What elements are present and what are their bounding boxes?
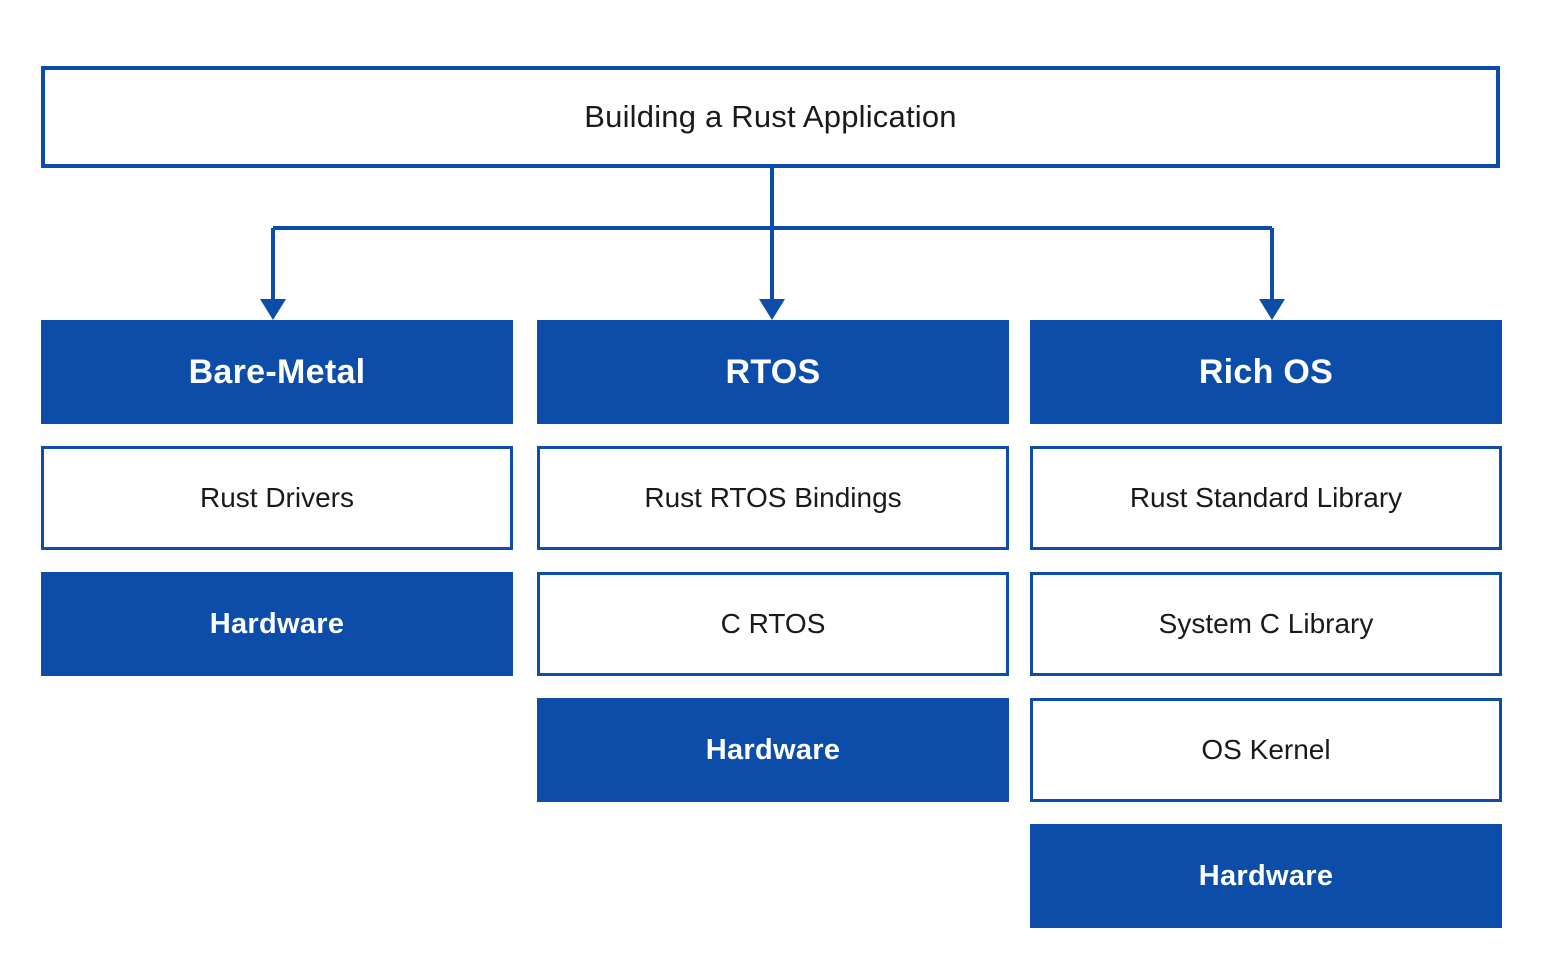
arrowhead-bare-metal-icon: [260, 299, 286, 320]
layer-label: System C Library: [1158, 608, 1374, 639]
layer-label: OS Kernel: [1201, 734, 1331, 765]
stack-column-bare-metal: Bare-Metal Rust Drivers Hardware: [41, 320, 513, 676]
layer-box-hardware: Hardware: [1030, 824, 1502, 928]
layer-label: C RTOS: [720, 608, 826, 639]
arrowhead-rtos-icon: [759, 299, 785, 320]
stack-column-rich-os: Rich OS Rust Standard Library System C L…: [1030, 320, 1502, 928]
layer-box-os-kernel: OS Kernel: [1030, 698, 1502, 802]
layer-box-c-rtos: C RTOS: [537, 572, 1009, 676]
column-header-label: RTOS: [725, 352, 821, 391]
layer-box-rust-drivers: Rust Drivers: [41, 446, 513, 550]
layer-label: Hardware: [209, 607, 345, 640]
root-node-label: Building a Rust Application: [584, 99, 957, 134]
layer-box-system-c-library: System C Library: [1030, 572, 1502, 676]
column-header-bare-metal: Bare-Metal: [41, 320, 513, 424]
layer-box-hardware: Hardware: [41, 572, 513, 676]
column-header-rtos: RTOS: [537, 320, 1009, 424]
root-node-building-a-rust-application: Building a Rust Application: [41, 66, 1500, 168]
layer-label: Rust RTOS Bindings: [644, 482, 902, 513]
layer-label: Rust Drivers: [199, 482, 354, 513]
layer-box-hardware: Hardware: [537, 698, 1009, 802]
layer-label: Rust Standard Library: [1129, 482, 1403, 513]
column-header-label: Rich OS: [1198, 352, 1334, 391]
layer-box-rust-rtos-bindings: Rust RTOS Bindings: [537, 446, 1009, 550]
arrowhead-rich-os-icon: [1259, 299, 1285, 320]
layer-label: Hardware: [705, 733, 841, 766]
column-header-label: Bare-Metal: [188, 352, 366, 391]
stack-column-rtos: RTOS Rust RTOS Bindings C RTOS Hardware: [537, 320, 1009, 802]
layer-box-rust-standard-library: Rust Standard Library: [1030, 446, 1502, 550]
layer-label: Hardware: [1198, 859, 1334, 892]
column-header-rich-os: Rich OS: [1030, 320, 1502, 424]
